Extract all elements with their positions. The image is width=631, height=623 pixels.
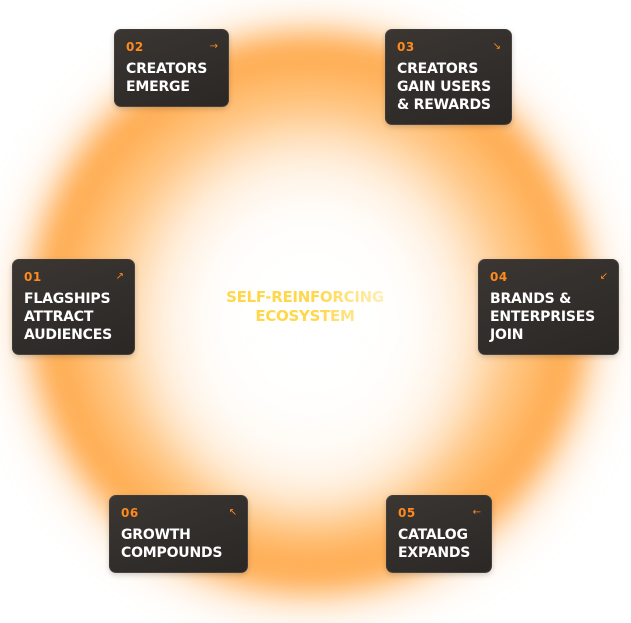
arrow-up-right-icon: ↗	[115, 271, 124, 282]
center-label-line-2: ECOSYSTEM	[255, 307, 355, 325]
arrow-down-left-icon: ↙	[599, 271, 608, 282]
step-title-line: CATALOG	[398, 527, 468, 543]
step-title-line: BRANDS &	[490, 291, 572, 307]
step-number: 03	[397, 40, 415, 54]
step-title-line: COMPOUNDS	[121, 545, 223, 561]
step-number: 04	[490, 270, 508, 284]
step-card-02: 02 → CREATORS EMERGE	[114, 29, 229, 107]
step-title-line: ENTERPRISES	[490, 309, 595, 325]
step-number: 02	[126, 40, 144, 54]
orb-core	[130, 120, 490, 520]
step-number: 06	[121, 506, 139, 520]
step-title-line: GAIN USERS	[397, 79, 492, 95]
arrow-up-left-icon: ↖	[228, 507, 237, 518]
step-title-line: ATTRACT	[24, 309, 94, 325]
arrow-down-right-icon: ↘	[492, 41, 501, 52]
step-title: CREATORS GAIN USERS & REWARDS	[397, 60, 501, 114]
arrow-right-icon: →	[209, 41, 218, 52]
step-title: BRANDS & ENTERPRISES JOIN	[490, 290, 608, 344]
step-title-line: CREATORS	[397, 61, 479, 77]
step-card-04: 04 ↙ BRANDS & ENTERPRISES JOIN	[478, 259, 619, 355]
step-title-line: EXPANDS	[398, 545, 471, 561]
step-title-line: JOIN	[490, 327, 524, 343]
step-title-line: EMERGE	[126, 79, 190, 95]
step-title: GROWTH COMPOUNDS	[121, 526, 237, 562]
center-label-line-1: SELF-REINFORCING	[226, 288, 384, 306]
step-title: CREATORS EMERGE	[126, 60, 218, 96]
step-card-06: 06 ↖ GROWTH COMPOUNDS	[109, 495, 248, 573]
step-number: 05	[398, 506, 416, 520]
arrow-left-icon: ←	[472, 507, 481, 518]
step-title-line: FLAGSHIPS	[24, 291, 111, 307]
center-label: SELF-REINFORCING ECOSYSTEM	[200, 288, 410, 326]
step-card-03: 03 ↘ CREATORS GAIN USERS & REWARDS	[385, 29, 512, 125]
step-title: CATALOG EXPANDS	[398, 526, 481, 562]
step-title: FLAGSHIPS ATTRACT AUDIENCES	[24, 290, 124, 344]
step-title-line: CREATORS	[126, 61, 208, 77]
step-title-line: AUDIENCES	[24, 327, 113, 343]
step-title-line: & REWARDS	[397, 97, 491, 113]
step-card-01: 01 ↗ FLAGSHIPS ATTRACT AUDIENCES	[12, 259, 135, 355]
step-card-05: 05 ← CATALOG EXPANDS	[386, 495, 492, 573]
step-number: 01	[24, 270, 42, 284]
step-title-line: GROWTH	[121, 527, 191, 543]
